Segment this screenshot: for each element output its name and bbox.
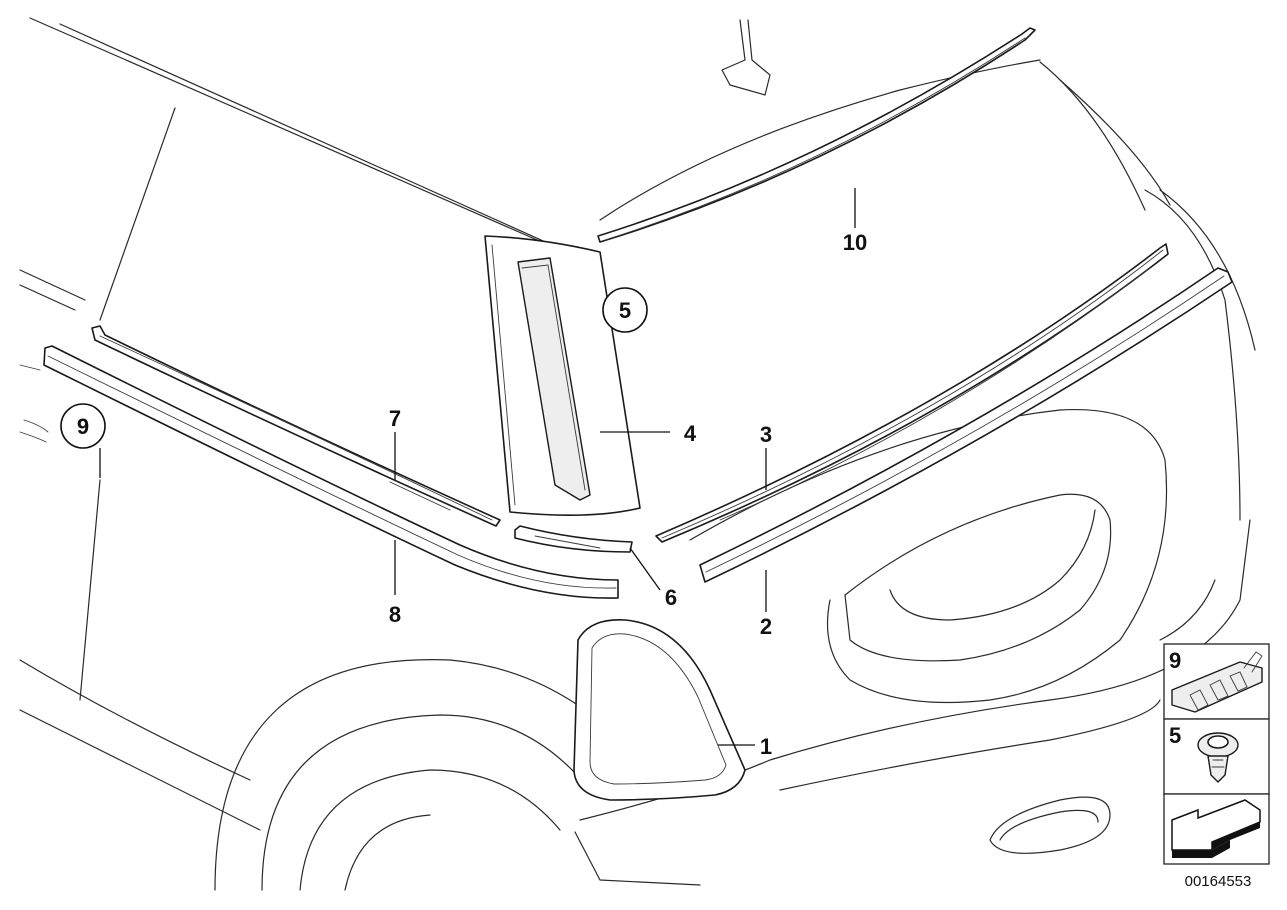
callout-2: 2 bbox=[760, 614, 772, 639]
callout-8: 8 bbox=[389, 602, 401, 627]
part-3-right-upper-strip bbox=[655, 243, 1169, 543]
callout-3: 3 bbox=[760, 422, 772, 447]
part-4-pillar-panel bbox=[484, 235, 641, 516]
callout-7: 7 bbox=[389, 406, 401, 431]
car-body-outline bbox=[19, 17, 1256, 891]
part-1-gasket bbox=[573, 619, 746, 801]
legend-label-9: 9 bbox=[1169, 648, 1181, 673]
callout-10: 10 bbox=[843, 230, 867, 255]
callout-9: 9 bbox=[77, 414, 89, 439]
callouts: 10 5 4 3 7 9 8 6 2 1 bbox=[60, 230, 867, 759]
arrow-icon bbox=[1171, 799, 1261, 858]
callout-5: 5 bbox=[619, 298, 631, 323]
callout-4: 4 bbox=[684, 421, 697, 446]
legend-label-5: 5 bbox=[1169, 723, 1181, 748]
part-8-long-strip bbox=[43, 345, 619, 599]
part-10-roof-trim bbox=[597, 27, 1036, 243]
legend-panel: 9 5 bbox=[1163, 643, 1270, 865]
clip-icon bbox=[1171, 651, 1263, 713]
part-7-upper-strip bbox=[91, 325, 501, 527]
part-6-center-strip bbox=[514, 525, 633, 553]
callout-9-ring bbox=[60, 403, 106, 449]
callout-6: 6 bbox=[665, 585, 677, 610]
leader-lines bbox=[99, 188, 856, 746]
push-rivet-icon bbox=[1197, 732, 1239, 783]
callout-1: 1 bbox=[760, 734, 772, 759]
part-2-right-long-strip bbox=[699, 267, 1233, 583]
callout-5-ring bbox=[602, 287, 648, 333]
document-number: 00164553 bbox=[1185, 873, 1252, 890]
